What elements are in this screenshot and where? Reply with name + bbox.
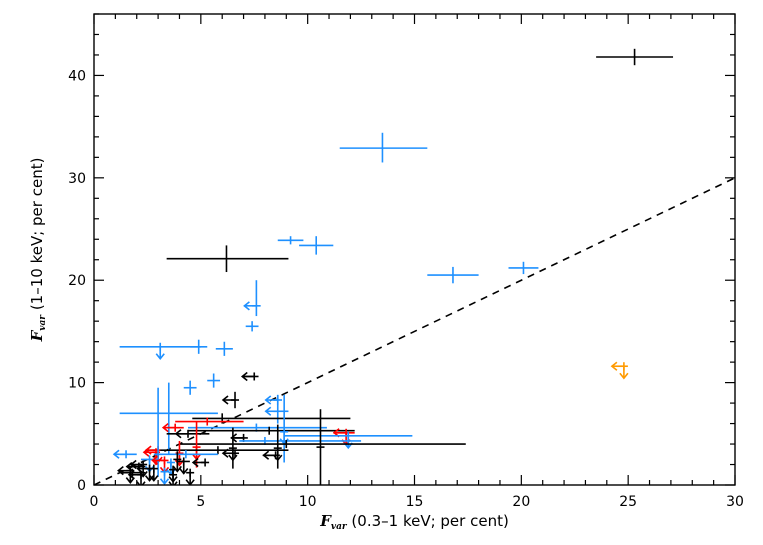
arrowhead-left <box>262 450 270 460</box>
arrowhead-left <box>151 455 159 466</box>
axis-ticks: 0 5 10 15 20 25 30 0 10 20 30 40 <box>68 13 744 510</box>
y-tick-label: 40 <box>68 68 86 84</box>
arrowhead-left <box>610 361 618 371</box>
y-tick-label: 10 <box>68 376 86 392</box>
y-tick-label: 20 <box>68 273 86 289</box>
data-point-black <box>149 464 159 482</box>
arrowhead-left <box>127 470 135 480</box>
data-point-blue <box>339 132 428 163</box>
arrowhead-down <box>168 481 178 485</box>
data-point-black <box>316 409 325 485</box>
data-point-blue <box>299 236 334 255</box>
arrowhead-down <box>144 475 155 482</box>
arrowhead-down <box>136 481 146 485</box>
data-point-blue <box>153 450 218 459</box>
data-point-black <box>177 457 190 475</box>
data-point-black <box>168 470 178 485</box>
data-point-blue <box>190 339 208 354</box>
x-tick-label: 25 <box>619 494 637 510</box>
y-axis-label: Fvar (1–10 keV; per cent) <box>28 158 48 343</box>
arrowhead-left <box>230 433 238 443</box>
data-point-black <box>221 391 240 409</box>
data-point-blue <box>119 342 201 361</box>
arrowhead-left <box>112 449 120 459</box>
arrowhead-down <box>172 465 182 473</box>
data-point-blue <box>207 373 221 388</box>
data-point-blue <box>427 266 479 284</box>
arrowhead-left <box>174 429 182 439</box>
data-point-black <box>596 48 674 66</box>
data-point-blue <box>159 467 170 485</box>
data-point-blue <box>508 261 539 275</box>
data-point-black <box>262 450 280 460</box>
arrowhead-left <box>264 395 272 405</box>
arrowhead-down <box>149 475 159 482</box>
arrowhead-left <box>142 447 150 457</box>
data-point-red <box>161 423 184 433</box>
arrowhead-left <box>243 301 250 311</box>
data-point-blue <box>183 380 197 395</box>
arrowhead-down <box>159 478 170 485</box>
x-tick-label: 15 <box>406 494 424 510</box>
plot-frame <box>93 13 736 486</box>
data-point-blue <box>264 394 289 424</box>
arrowhead-left <box>221 395 229 405</box>
data-point-black <box>240 371 259 382</box>
data-point-black <box>179 440 466 449</box>
data-point-blue <box>154 387 163 477</box>
arrowhead-down <box>619 372 629 380</box>
data-point-orange <box>610 361 629 380</box>
x-tick-label: 5 <box>196 494 205 510</box>
arrowhead-left <box>221 448 229 458</box>
arrowhead-left <box>240 371 248 382</box>
data-point-black <box>172 451 182 473</box>
data-point-black <box>188 426 355 435</box>
one-to-one-dashed-line <box>94 177 735 485</box>
data-point-black <box>191 457 210 468</box>
arrowhead-down <box>125 477 135 484</box>
x-tick-label: 20 <box>512 494 530 510</box>
data-point-blue <box>245 321 259 332</box>
data-point-blue <box>243 280 261 317</box>
arrowhead-left <box>264 406 272 416</box>
data-point-black <box>149 446 289 455</box>
y-tick-label: 30 <box>68 171 86 187</box>
data-point-blue <box>119 382 218 455</box>
data-point-black <box>185 468 195 485</box>
data-point-black <box>166 245 289 273</box>
data-point-blue <box>279 394 289 463</box>
data-point-black <box>221 448 240 458</box>
x-axis-label: Fvar (0.3–1 keV; per cent) <box>319 512 509 532</box>
data-point-blue <box>215 341 233 356</box>
data-point-blue <box>264 394 283 406</box>
x-tick-label: 30 <box>726 494 744 510</box>
arrowhead-down <box>179 467 189 475</box>
data-point-black <box>166 429 210 439</box>
data-point-blue <box>277 236 304 245</box>
arrowhead-left <box>161 423 169 433</box>
x-tick-label: 0 <box>90 494 99 510</box>
plot-area <box>94 48 735 485</box>
data-point-red <box>175 417 244 426</box>
x-tick-label: 10 <box>299 494 317 510</box>
arrowhead-left <box>191 457 199 468</box>
data-point-blue <box>284 431 413 450</box>
data-point-blue <box>112 449 137 459</box>
arrowhead-down <box>155 353 165 361</box>
y-tick-label: 0 <box>77 478 86 494</box>
